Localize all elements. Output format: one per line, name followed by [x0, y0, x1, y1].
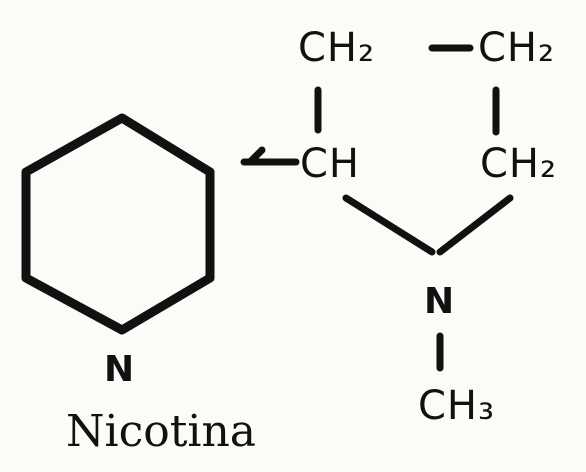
- ch2-top-right-label: CH₂: [478, 25, 556, 71]
- ch2-right-label: CH₂: [480, 141, 558, 187]
- ch-label: CH: [300, 141, 361, 187]
- pyridine-ring: [21, 113, 215, 335]
- bond-ch-to-n: [342, 194, 436, 256]
- diagram-title: Nicotina: [66, 406, 257, 457]
- ch2-top-left-label: CH₂: [298, 25, 376, 71]
- pyridine-n-label: N: [104, 349, 135, 390]
- pyrrolidine-n-label: N: [424, 281, 455, 322]
- bond-ring-to-ch-tick: [246, 146, 266, 166]
- bond-ch2-to-n: [436, 194, 514, 256]
- methyl-label: CH₃: [418, 383, 496, 429]
